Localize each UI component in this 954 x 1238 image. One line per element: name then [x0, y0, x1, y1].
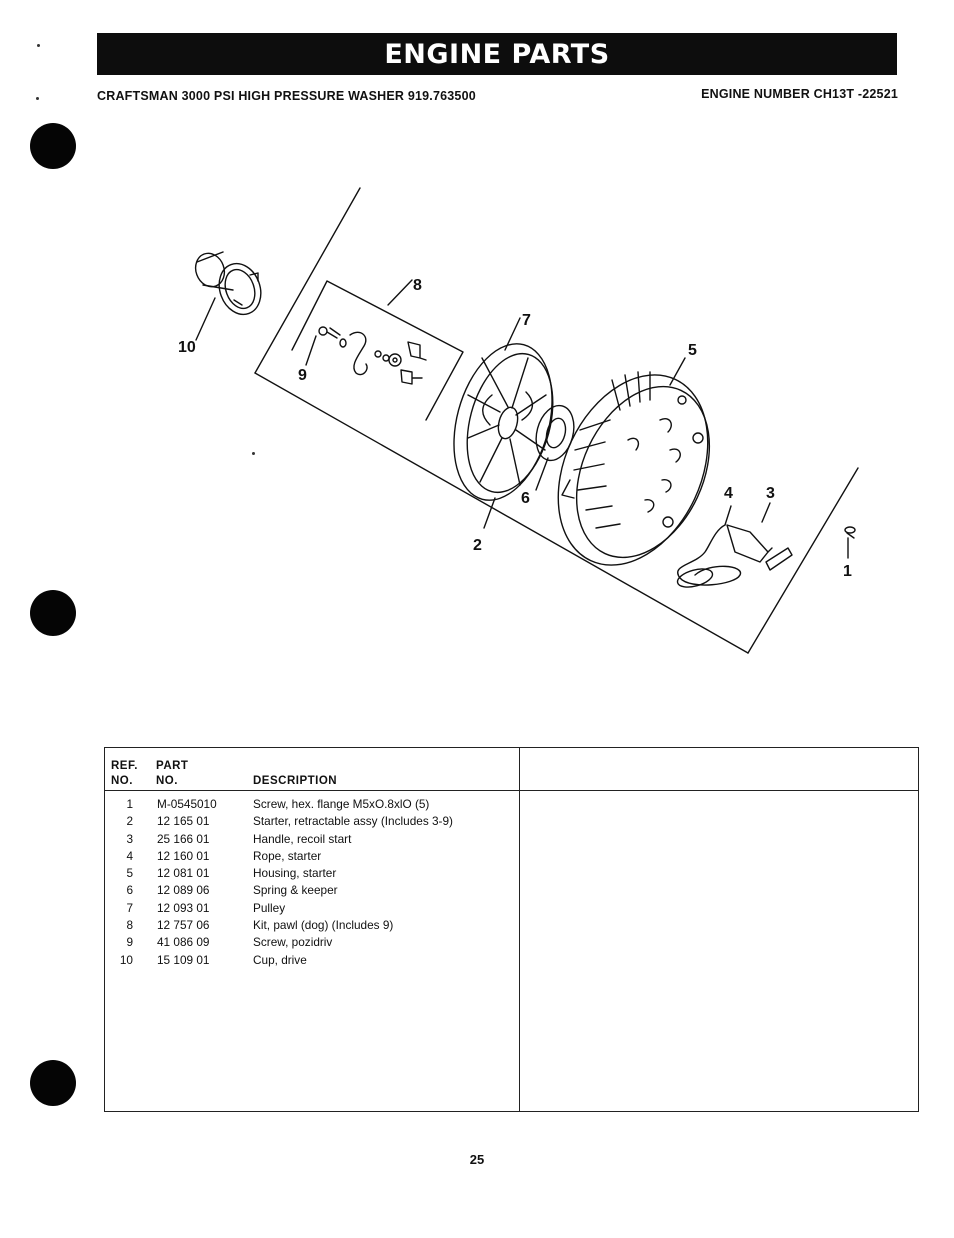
- callout-5: 5: [688, 342, 697, 359]
- part-description: Pulley: [253, 900, 286, 915]
- table-header-rule: [105, 790, 918, 792]
- ref-number: 8: [126, 918, 133, 933]
- hex-flange-screw-part: [844, 526, 856, 539]
- speck-mark: [37, 44, 40, 47]
- table-row: 1 M-0545010 Screw, hex. flange M5xO.8xlO…: [105, 797, 519, 814]
- part-number: 15 109 01: [157, 952, 210, 967]
- engine-number: ENGINE NUMBER CH13T -22521: [701, 87, 898, 101]
- part-description: Cup, drive: [253, 952, 307, 967]
- ref-number: 7: [126, 900, 133, 915]
- part-number: 12 089 06: [157, 883, 210, 898]
- part-number: 12 165 01: [157, 814, 210, 829]
- leader-line: [535, 457, 549, 491]
- callout-9: 9: [298, 367, 307, 384]
- pozidriv-screw-part: [318, 326, 341, 339]
- callout-6: 6: [521, 490, 530, 507]
- page-title: ENGINE PARTS: [384, 38, 610, 70]
- exploded-parts-diagram: 10 8 9 7 5 6 2 4 3 1: [178, 187, 859, 654]
- header-description: DESCRIPTION: [253, 775, 338, 787]
- binder-hole-middle: [30, 590, 76, 636]
- ref-number: 6: [126, 883, 133, 898]
- table-row: 4 12 160 01 Rope, starter: [105, 849, 519, 866]
- part-number: 12 081 01: [157, 866, 210, 881]
- ref-number: 2: [126, 814, 133, 829]
- ref-number: 1: [126, 797, 133, 811]
- callout-4: 4: [724, 485, 733, 502]
- table-row: 7 12 093 01 Pulley: [105, 901, 519, 918]
- parts-table-rows: 1 M-0545010 Screw, hex. flange M5xO.8xlO…: [105, 797, 519, 970]
- speck-mark: [252, 452, 255, 455]
- callout-7: 7: [522, 312, 531, 329]
- leader-line: [504, 317, 521, 351]
- part-number: 41 086 09: [157, 935, 210, 950]
- product-name: CRAFTSMAN 3000 PSI HIGH PRESSURE WASHER …: [97, 89, 476, 103]
- ref-number: 4: [126, 848, 133, 863]
- leader-line: [483, 497, 496, 529]
- part-description: Housing, starter: [253, 866, 337, 881]
- binder-hole-top: [30, 123, 76, 169]
- header-ref-top: REF.: [111, 760, 138, 772]
- assembly-bracket-line: [747, 467, 859, 654]
- part-description: Starter, retractable assy (Includes 3-9): [253, 814, 453, 829]
- part-number: 25 166 01: [157, 831, 210, 846]
- pawl-kit-parts: [339, 331, 427, 385]
- leader-line: [669, 357, 686, 386]
- ref-number: 9: [126, 935, 133, 950]
- title-banner: ENGINE PARTS: [97, 33, 897, 75]
- leader-line: [724, 505, 732, 526]
- header-ref-bottom: NO.: [111, 775, 133, 787]
- header-part-top: PART: [156, 760, 189, 772]
- part-number: M-0545010: [157, 797, 217, 811]
- table-column-divider: [519, 748, 521, 1111]
- spring-keeper-part: [535, 404, 575, 462]
- callout-2: 2: [473, 537, 482, 554]
- ref-number: 3: [126, 831, 133, 846]
- drive-cup-part: [194, 251, 262, 316]
- ref-number: 5: [126, 866, 133, 881]
- part-number: 12 093 01: [157, 900, 210, 915]
- table-row: 6 12 089 06 Spring & keeper: [105, 883, 519, 900]
- part-description: Rope, starter: [253, 848, 322, 863]
- table-row: 3 25 166 01 Handle, recoil start: [105, 832, 519, 849]
- leader-line: [761, 502, 771, 523]
- leader-line: [387, 279, 413, 306]
- callout-10: 10: [178, 339, 196, 356]
- speck-mark: [36, 97, 39, 100]
- part-description: Screw, pozidriv: [253, 935, 333, 950]
- parts-table: REF. NO. PART NO. DESCRIPTION 1 M-054501…: [104, 747, 919, 1112]
- leader-line: [305, 335, 317, 366]
- starter-rope-handle-part: [676, 524, 793, 588]
- pulley-part: [453, 343, 554, 501]
- binder-hole-bottom: [30, 1060, 76, 1106]
- table-row: 2 12 165 01 Starter, retractable assy (I…: [105, 814, 519, 831]
- part-description: Screw, hex. flange M5xO.8xlO (5): [253, 797, 430, 811]
- part-description: Spring & keeper: [253, 883, 338, 898]
- starter-housing-part: [557, 371, 711, 566]
- leader-line: [195, 297, 216, 341]
- part-number: 12 160 01: [157, 848, 210, 863]
- table-row: 10 15 109 01 Cup, drive: [105, 953, 519, 970]
- ref-number: 10: [119, 952, 133, 967]
- callout-1: 1: [843, 563, 852, 580]
- assembly-bracket-line: [254, 187, 361, 374]
- callout-3: 3: [766, 485, 775, 502]
- part-number: 12 757 06: [157, 918, 210, 933]
- table-row: 9 41 086 09 Screw, pozidriv: [105, 935, 519, 952]
- callout-8: 8: [413, 277, 422, 294]
- part-description: Kit, pawl (dog) (Includes 9): [253, 918, 394, 933]
- table-row: 8 12 757 06 Kit, pawl (dog) (Includes 9): [105, 918, 519, 935]
- part-description: Handle, recoil start: [253, 831, 352, 846]
- header-part-bottom: NO.: [156, 775, 178, 787]
- pawl-kit-box: [291, 280, 464, 421]
- table-row: 5 12 081 01 Housing, starter: [105, 866, 519, 883]
- page-number: 25: [469, 1152, 485, 1167]
- assembly-bracket-line: [254, 372, 749, 654]
